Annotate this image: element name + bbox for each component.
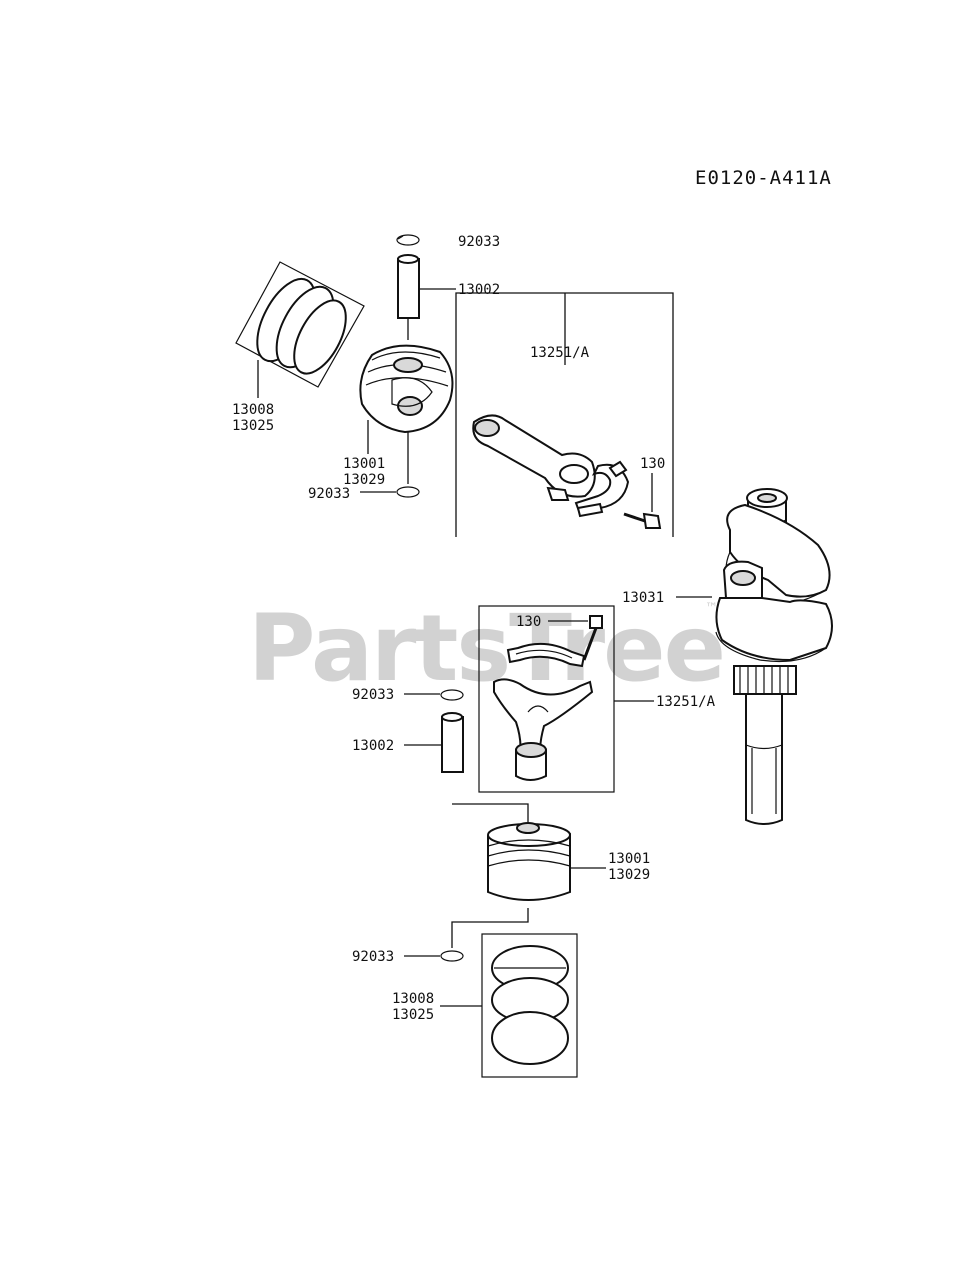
label-13008-top: 13008: [232, 402, 274, 418]
label-130-bottom: 130: [516, 614, 541, 630]
label-13025-bottom: 13025: [392, 1007, 434, 1023]
label-13001-top: 13001: [343, 456, 385, 472]
label-13251A-bottom: 13251/A: [656, 694, 716, 710]
part-circlip-top-lower[interactable]: [396, 486, 420, 498]
part-piston-bottom[interactable]: [487, 822, 571, 901]
part-piston-rings-top[interactable]: [235, 261, 365, 388]
label-92033-bottom: 92033: [352, 687, 394, 703]
label-13008-bottom: 13008: [392, 991, 434, 1007]
watermark: PartsTree ™: [248, 595, 726, 702]
part-piston-top[interactable]: [359, 344, 454, 434]
part-piston-pin-top[interactable]: [397, 254, 420, 319]
part-piston-pin-bottom[interactable]: [441, 712, 464, 773]
part-crankshaft[interactable]: [715, 488, 833, 825]
part-piston-rings-bottom[interactable]: [481, 933, 578, 1078]
label-13002-top: 13002: [458, 282, 500, 298]
label-13029-top: 13029: [343, 472, 385, 488]
watermark-text: PartsTree: [248, 595, 724, 702]
part-bolt-top[interactable]: [623, 512, 662, 529]
part-circlip-top[interactable]: [396, 234, 420, 246]
part-rod-cap-bottom[interactable]: [506, 642, 586, 668]
label-13031: 13031: [622, 590, 664, 606]
bottom-rod-box: [478, 605, 615, 793]
label-92033-top: 92033: [458, 234, 500, 250]
label-92033-top-lower: 92033: [308, 486, 350, 502]
diagram-code: E0120-A411A: [695, 167, 832, 189]
part-bolt-bottom[interactable]: [582, 615, 603, 661]
label-13251A-top: 13251/A: [530, 345, 590, 361]
label-13025-top: 13025: [232, 418, 274, 434]
label-92033-bottom-lower: 92033: [352, 949, 394, 965]
label-13002-bottom: 13002: [352, 738, 394, 754]
label-13029-bottom: 13029: [608, 867, 650, 883]
part-connecting-rod-bottom[interactable]: [493, 678, 594, 781]
part-circlip-bottom[interactable]: [440, 689, 464, 701]
label-13001-bottom: 13001: [608, 851, 650, 867]
part-circlip-bottom-lower[interactable]: [440, 950, 464, 962]
label-130-top: 130: [640, 456, 665, 472]
part-connecting-rod-top[interactable]: [472, 414, 630, 518]
watermark-trademark: ™: [705, 601, 718, 616]
